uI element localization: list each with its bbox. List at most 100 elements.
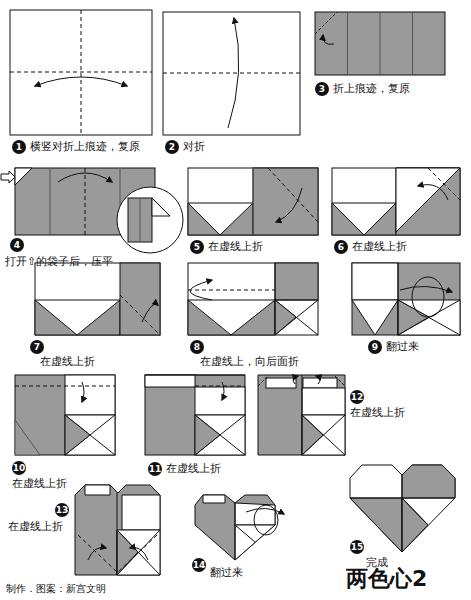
step-14-model-part [235,525,255,542]
step-14-model-part [246,508,284,514]
step-12-model-part [335,376,345,386]
step-13-model-part [117,493,118,575]
step-5-model-part [276,188,302,222]
step-13-model-part [117,530,160,575]
step-13-model-part [118,535,157,572]
step-15-heart-part [402,465,455,498]
step-9-model-part [400,286,452,292]
step-3-strip-part [380,12,381,75]
step-10-model [15,375,115,455]
step-9-model-part [412,277,444,317]
step-11-model-part [195,415,245,455]
step-number: 10 [12,461,26,475]
step-6-model-part [332,203,364,235]
step-14-model-part [195,495,275,560]
step-5-model-part [188,168,318,235]
step-5-model-part [253,168,254,235]
step-8-model-part [275,300,318,335]
step-6-model-part [332,203,396,204]
step-12-model-part [302,415,345,455]
step-12-model-part [302,415,345,455]
step-9-model-part [398,263,399,335]
step-8-model-part [275,263,318,300]
step-14-model-part [203,495,225,503]
step-instruction: 在虚线上折 [352,240,407,254]
step-15-heart-part [402,498,428,525]
step-12-model-part [302,375,303,455]
step-10-model-part [65,415,90,455]
step-11-model-part [145,375,245,376]
step-6-model [332,168,460,235]
step-number: 4 [10,238,24,252]
step-number: 7 [30,340,44,354]
step-8-model-part [275,300,296,335]
step-10-model-part [82,382,84,402]
step-5-model-part [188,203,220,235]
step-8-model-part [190,280,212,300]
step-14-model-part [235,503,236,560]
step-13-model-part [130,548,148,561]
step-3-strip-part [315,12,445,75]
step-number: 13 [55,503,69,517]
step-2-sheet-part [163,73,300,74]
step-3-strip-part [347,12,348,75]
step-instruction: 打开⇧的袋子后，压平 [5,255,113,269]
step-15-heart-part [350,465,455,552]
step-13-model-part [117,530,138,575]
step-instruction: 在虚线上折 [8,520,63,534]
step-instruction: 横竖对折上痕迹，复原 [30,140,140,154]
step-12-model-part [302,388,345,415]
step-6-model-part [396,168,460,232]
step-11-model-part [195,386,245,387]
step-number: 9 [368,340,382,354]
step-7-model-part [120,295,160,335]
step-7-model-part [35,300,77,335]
step-12-model-part [302,415,323,455]
step-10-model-part [65,415,115,455]
step-11-model-part [195,415,220,455]
step-2-sheet-part [228,18,239,128]
step-instruction: 在虚线上折 [166,462,221,476]
step-instruction: 翻过来 [386,340,419,354]
step-4-strip [1,168,183,253]
step-15-heart-part [402,498,428,552]
step-1-sheet [10,10,152,135]
step-9-model-part [352,263,398,300]
step-10-model-part [15,375,115,455]
step-7-model-part [35,300,120,301]
step-11-model-part [145,375,245,455]
step-number: 12 [350,390,364,404]
step-11-model-part [145,375,195,387]
step-instruction: 在虚线上折 [40,355,95,369]
step-6-model-part [418,185,448,200]
step-1-sheet-part [10,10,152,135]
step-13-model-part [117,530,160,575]
step-4-strip-part [117,187,183,253]
diagram-title: 两色心2 [346,566,427,592]
step-13-model-part [117,530,160,575]
step-number: 3 [315,82,329,96]
step-4-strip-part [15,168,32,185]
step-12-model-part [316,376,320,384]
step-11-model [145,375,245,455]
step-10-model-part [65,415,115,455]
step-7-model [35,263,160,335]
step-1-sheet-part [10,72,152,73]
step-10-model-part [65,415,115,455]
step-7-model-part [142,304,158,322]
step-2-sheet-part [163,12,300,135]
step-2-sheet [163,12,300,135]
step-6-model-part [364,203,396,235]
step-number: 6 [334,240,348,254]
step-12-model [258,375,345,455]
step-8-model-part [231,300,275,335]
step-11-model-part [195,387,245,415]
step-8-model [188,263,318,335]
step-13-model-part [78,535,117,572]
step-3-strip-part [323,35,334,44]
step-4-strip-part [140,198,141,242]
step-13-model-part [88,548,106,561]
step-number: 11 [148,462,162,476]
step-13-model [75,485,160,575]
